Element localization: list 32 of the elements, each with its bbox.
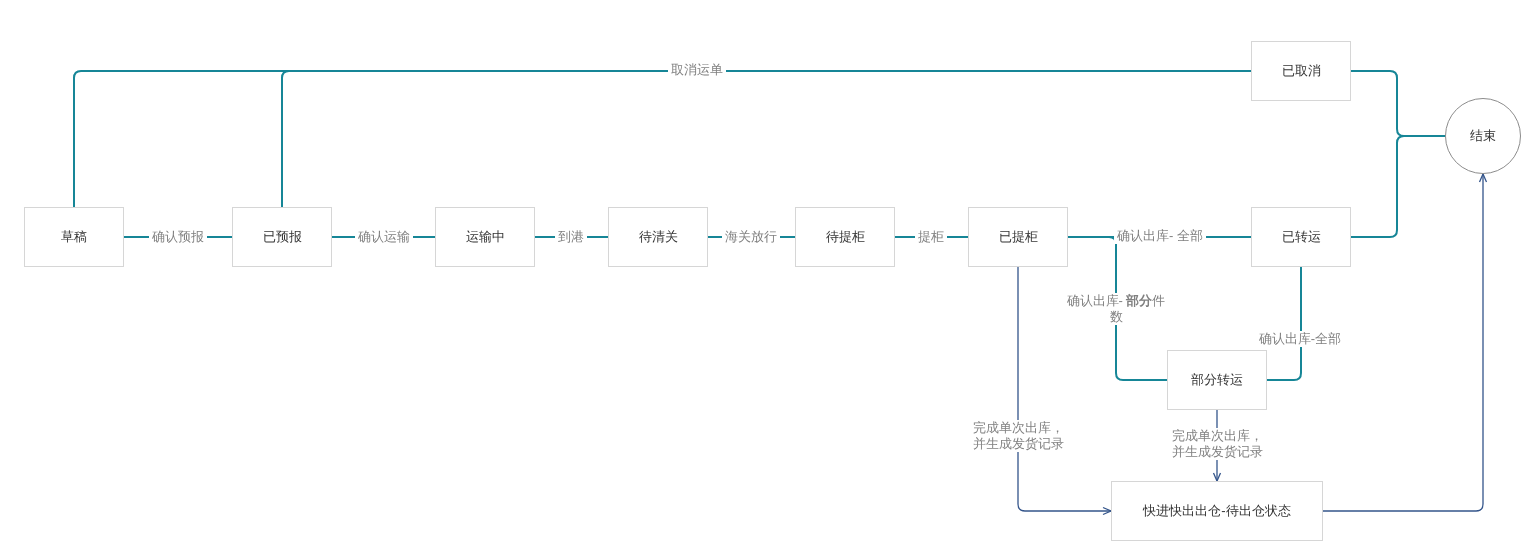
edge-label: 确认预报 bbox=[149, 229, 207, 245]
state-box bbox=[232, 207, 332, 267]
state-box bbox=[968, 207, 1068, 267]
edge-label: 到港 bbox=[555, 229, 587, 245]
state-box bbox=[795, 207, 895, 267]
state-label: 部分转运 bbox=[1191, 372, 1243, 388]
state-label: 草稿 bbox=[61, 229, 87, 245]
arrow bbox=[1322, 173, 1488, 512]
edge-label: 海关放行 bbox=[722, 229, 780, 245]
state-box bbox=[1251, 207, 1351, 267]
state-box bbox=[1167, 350, 1267, 410]
arrow bbox=[1017, 266, 1112, 516]
state-box bbox=[1251, 41, 1351, 101]
state-box bbox=[435, 207, 535, 267]
connector-line bbox=[1350, 135, 1446, 238]
edge-label: 取消运单 bbox=[668, 62, 726, 78]
edge-label: 确认运输 bbox=[355, 229, 413, 245]
state-label: 待提柜 bbox=[825, 229, 865, 245]
state-label: 结束 bbox=[1470, 128, 1496, 144]
state-box bbox=[608, 207, 708, 267]
state-label: 快进快出出仓-待出仓状态 bbox=[1143, 503, 1291, 519]
state-label: 已取消 bbox=[1281, 63, 1321, 79]
state-label: 运输中 bbox=[465, 229, 505, 245]
state-label: 已提柜 bbox=[998, 229, 1038, 245]
state-label: 待清关 bbox=[638, 229, 678, 245]
edge-label: 确认出库- 全部 bbox=[1114, 228, 1206, 244]
state-box bbox=[24, 207, 124, 267]
edge-label: 提柜 bbox=[915, 229, 947, 245]
connector-line bbox=[1266, 266, 1302, 381]
state-label: 已转运 bbox=[1281, 229, 1321, 245]
state-label: 已预报 bbox=[262, 229, 302, 245]
state-box bbox=[1111, 481, 1323, 541]
